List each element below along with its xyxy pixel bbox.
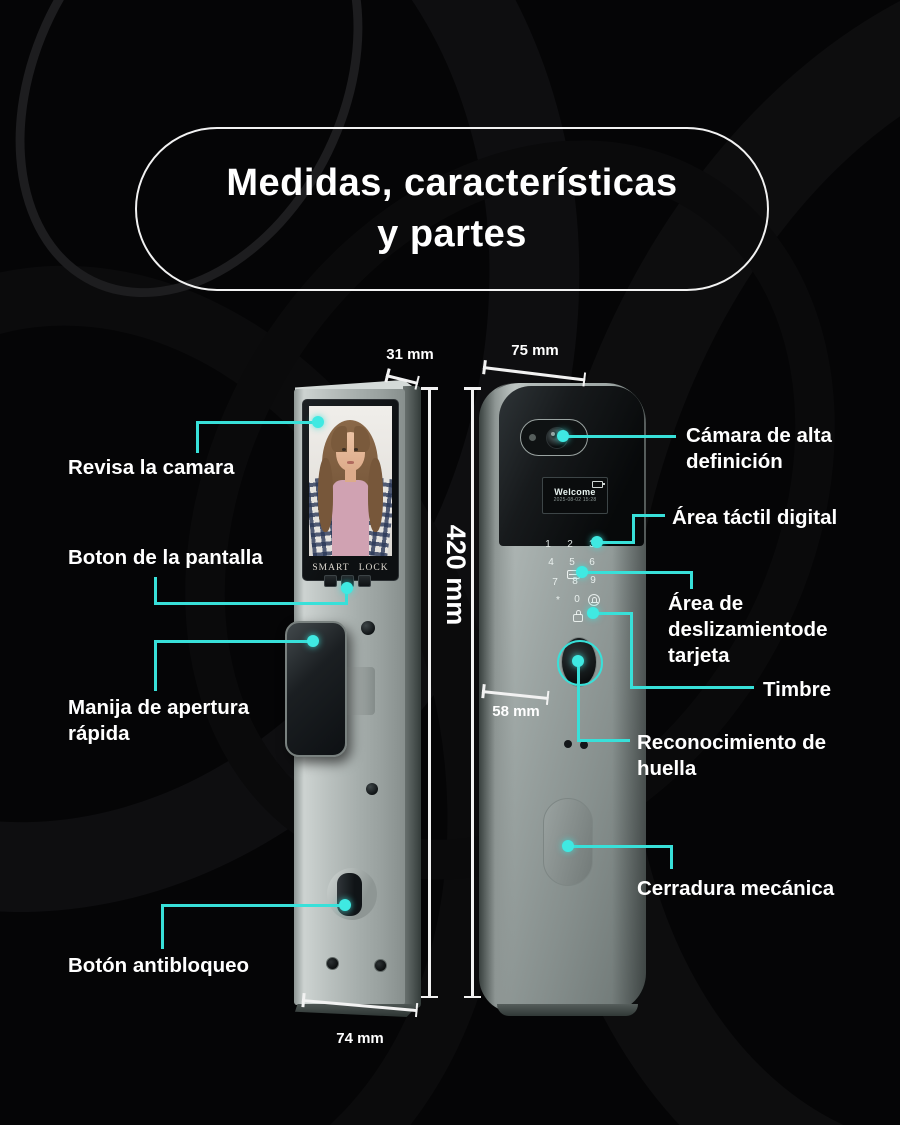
label-fingerprint: Reconocimiento de huella xyxy=(637,731,827,781)
callout-line-card-area xyxy=(581,571,693,574)
indicator-dot xyxy=(564,740,572,748)
callout-line-doorbell xyxy=(630,686,754,689)
mechanical-keyhole-cover xyxy=(543,798,593,886)
keypad-key-star: * xyxy=(556,595,560,606)
keypad-key-4: 4 xyxy=(548,557,554,568)
keypad-key-8: 8 xyxy=(572,576,578,587)
keypad-key-7: 7 xyxy=(552,577,558,588)
front-lock-bottom-face xyxy=(497,1004,638,1016)
callout-dot-hd-camera xyxy=(557,430,569,442)
keypad-key-0: 0 xyxy=(574,594,580,605)
display-datetime: 2025-08-02 15:28 xyxy=(553,497,597,503)
screen-button-3 xyxy=(358,575,371,587)
screw xyxy=(374,959,387,972)
callout-dot-screen-button xyxy=(341,582,353,594)
callout-dot-camera-check xyxy=(312,416,324,428)
callout-dot-fingerprint xyxy=(572,655,584,667)
keypad-key-5: 5 xyxy=(569,557,575,568)
photo-fringe-right xyxy=(354,426,370,452)
dimension-74mm-label: 74 mm xyxy=(336,1030,384,1047)
callout-line-hd-camera xyxy=(563,435,676,438)
callout-line-touch-area xyxy=(596,541,633,544)
keypad-key-2: 2 xyxy=(567,539,573,550)
photo-neck xyxy=(345,468,356,482)
callout-line-mechanical-lock xyxy=(670,845,673,869)
callout-line-fingerprint xyxy=(577,739,630,742)
label-handle: Manija de apertura rápida xyxy=(68,696,250,746)
label-card-area: Área de deslizamientode tarjeta xyxy=(668,592,828,668)
front-lock-glass-panel xyxy=(499,386,644,546)
back-lock-side-face xyxy=(403,385,421,1009)
callout-line-antilock xyxy=(161,904,164,949)
battery-icon xyxy=(592,481,605,488)
callout-line-camera-check xyxy=(196,421,199,453)
label-mechanical-lock: Cerradura mecánica xyxy=(637,877,835,900)
page-title-line1: Medidas, características xyxy=(226,161,678,204)
user-photo xyxy=(309,406,392,556)
camera-sensor-dot xyxy=(529,434,536,441)
title-box: Medidas, características y partes xyxy=(135,127,769,291)
dimension-420mm-line-left xyxy=(422,387,437,998)
label-screen-button: Boton de la pantalla xyxy=(68,546,263,569)
dimension-420mm-line-right xyxy=(465,387,480,998)
photo-hair-strand-right xyxy=(368,458,383,532)
callout-line-antilock xyxy=(161,904,346,907)
photo-eye-left xyxy=(342,448,346,451)
screw xyxy=(326,957,339,970)
dimension-58mm-label: 58 mm xyxy=(492,703,540,720)
callout-dot-card-area xyxy=(576,566,588,578)
label-touch-area: Área táctil digital xyxy=(672,506,838,529)
privacy-knob xyxy=(361,621,375,635)
callout-line-mechanical-lock xyxy=(567,845,673,848)
callout-line-screen-button xyxy=(154,577,157,605)
callout-line-screen-button xyxy=(154,602,348,605)
label-antilock: Botón antibloqueo xyxy=(68,954,250,977)
keypad-key-6: 6 xyxy=(589,557,595,568)
photo-hair-strand-left xyxy=(318,458,333,532)
callout-line-handle xyxy=(154,640,314,643)
indicator-dot xyxy=(580,741,588,749)
dimension-420mm-label: 420 mm xyxy=(441,524,471,626)
callout-line-doorbell xyxy=(592,612,633,615)
keypad-key-9: 9 xyxy=(590,575,596,586)
dimension-75mm-label: 75 mm xyxy=(511,342,559,359)
callout-line-touch-area xyxy=(632,514,665,517)
callout-line-card-area xyxy=(690,571,693,589)
doorbell-icon xyxy=(588,594,600,606)
keypad-key-1: 1 xyxy=(545,539,551,550)
callout-line-doorbell xyxy=(630,612,633,689)
label-doorbell: Timbre xyxy=(763,678,831,701)
callout-line-fingerprint xyxy=(577,661,580,742)
dimension-31mm-label: 31 mm xyxy=(386,346,434,363)
photo-eye-right xyxy=(354,448,358,451)
callout-line-screen-button xyxy=(345,588,348,604)
handle-hub xyxy=(344,667,375,715)
callout-dot-antilock xyxy=(339,899,351,911)
photo-fringe-left xyxy=(331,426,347,452)
callout-dot-doorbell xyxy=(587,607,599,619)
callout-dot-mechanical-lock xyxy=(562,840,574,852)
back-peephole xyxy=(366,783,378,795)
photo-mouth xyxy=(347,461,354,464)
callout-dot-handle xyxy=(307,635,319,647)
display-greeting: Welcome xyxy=(554,487,596,497)
callout-line-touch-area xyxy=(632,514,635,544)
padlock-icon xyxy=(573,610,583,622)
smart-lock-brand: SMART LOCK xyxy=(312,563,389,573)
callout-line-camera-check xyxy=(196,421,319,424)
label-camera-check: Revisa la camara xyxy=(68,456,235,479)
callout-dot-touch-area xyxy=(591,536,603,548)
callout-ring-fingerprint xyxy=(557,640,603,686)
label-hd-camera: Cámara de alta definición xyxy=(686,424,832,474)
callout-line-handle xyxy=(154,640,157,691)
photo-shirt xyxy=(332,480,369,556)
screen-button-1 xyxy=(324,575,337,587)
page-title-line2: y partes xyxy=(377,213,527,255)
front-lock-display: Welcome 2025-08-02 15:28 xyxy=(542,477,608,514)
